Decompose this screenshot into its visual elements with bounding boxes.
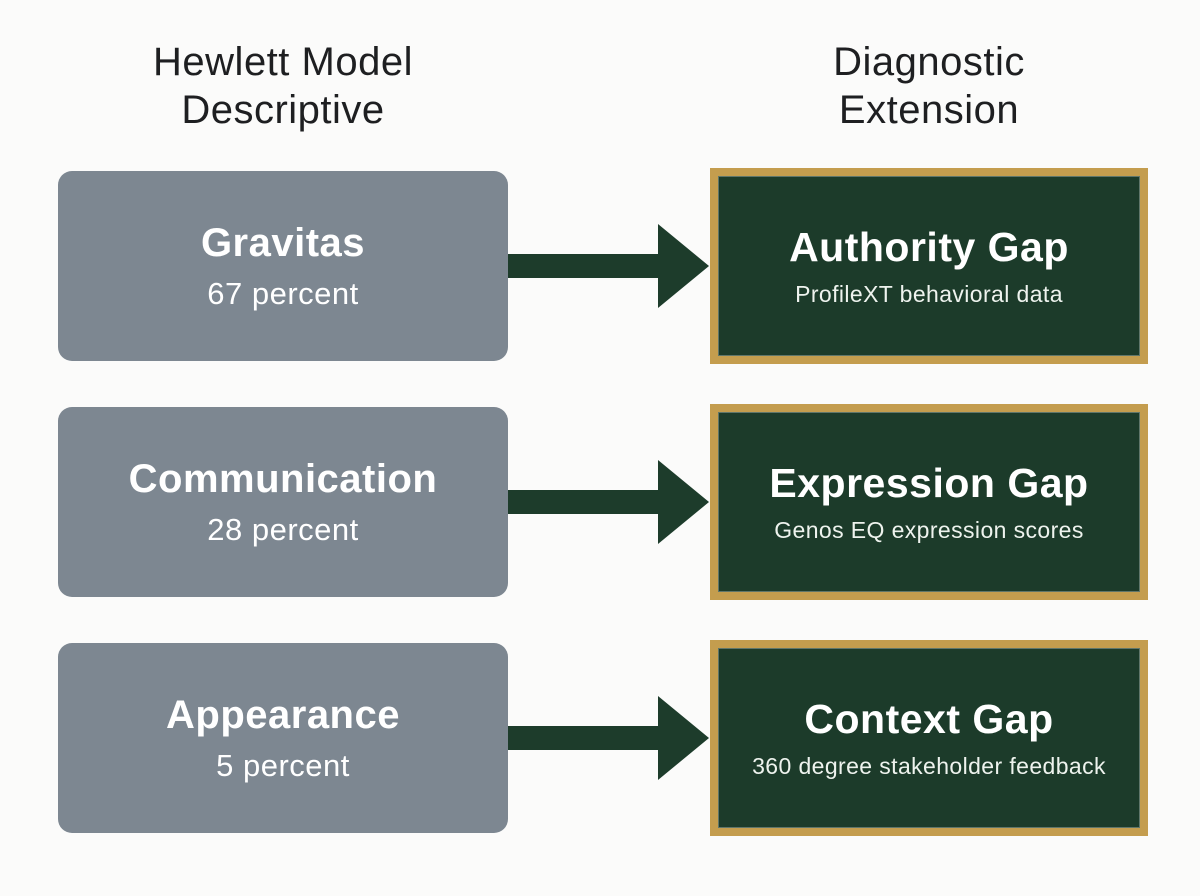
source-title: Gravitas <box>200 220 366 265</box>
target-subtitle: ProfileXT behavioral data <box>795 281 1063 307</box>
source-box-gravitas: Gravitas 67 percent <box>58 171 508 361</box>
source-box-communication: Communication 28 percent <box>58 407 508 597</box>
flow-row-appearance: Appearance 5 percent Context Gap 360 deg… <box>58 640 1200 836</box>
target-title: Expression Gap <box>769 460 1089 506</box>
flow-row-communication: Communication 28 percent Expression Gap … <box>58 404 1200 600</box>
target-title: Context Gap <box>804 696 1054 742</box>
column-header-right-line1: Diagnostic <box>833 40 1025 84</box>
column-header-right: Diagnostic Extension <box>710 38 1148 134</box>
arrow-right-icon <box>508 696 709 780</box>
source-title: Appearance <box>166 692 400 737</box>
flow-row-gravitas: Gravitas 67 percent Authority Gap Profil… <box>58 168 1200 364</box>
column-headers: Hewlett Model Descriptive Diagnostic Ext… <box>58 38 1200 134</box>
source-subtitle: 5 percent <box>216 747 350 783</box>
source-subtitle: 28 percent <box>207 511 359 547</box>
source-subtitle: 67 percent <box>207 275 359 311</box>
target-subtitle: 360 degree stakeholder feedback <box>752 753 1106 779</box>
arrow-right-icon <box>508 224 709 308</box>
column-header-left: Hewlett Model Descriptive <box>58 38 508 134</box>
source-box-appearance: Appearance 5 percent <box>58 643 508 833</box>
target-box-context-gap: Context Gap 360 degree stakeholder feedb… <box>710 640 1148 836</box>
arrow-cell <box>508 640 710 836</box>
arrow-cell <box>508 404 710 600</box>
target-box-expression-gap: Expression Gap Genos EQ expression score… <box>710 404 1148 600</box>
source-title: Communication <box>128 456 438 501</box>
arrow-right-icon <box>508 460 709 544</box>
target-title: Authority Gap <box>789 224 1069 270</box>
column-header-left-line2: Descriptive <box>181 88 385 132</box>
column-header-left-line1: Hewlett Model <box>153 40 413 84</box>
target-subtitle: Genos EQ expression scores <box>774 517 1084 543</box>
target-box-authority-gap: Authority Gap ProfileXT behavioral data <box>710 168 1148 364</box>
arrow-cell <box>508 168 710 364</box>
column-header-right-line2: Extension <box>838 88 1020 132</box>
